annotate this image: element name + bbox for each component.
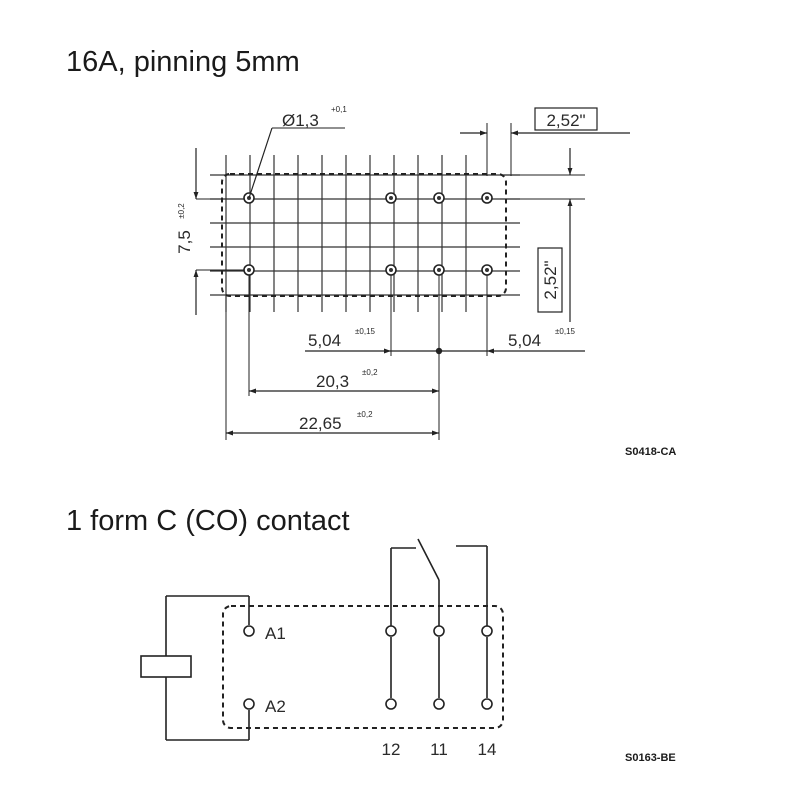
svg-text:+0,1: +0,1: [331, 105, 347, 114]
dim-vertical-label: 7,5: [175, 230, 194, 254]
pin-label-11: 11: [430, 740, 448, 759]
dim-20-3-label: 20,3: [316, 372, 349, 391]
terminal-11: [433, 698, 445, 710]
coil-label-a2: A2: [265, 697, 286, 716]
dim-mid-left-label: 5,04: [308, 331, 341, 350]
pin-label-12: 12: [382, 740, 401, 759]
grid-lines: [210, 155, 520, 312]
pin-holes: [243, 192, 493, 276]
terminal-11-top: [433, 625, 445, 637]
dim-box-right: [537, 247, 563, 313]
svg-text:±0,15: ±0,15: [555, 327, 576, 336]
pin-label-14: 14: [478, 740, 497, 759]
svg-text:±0,2: ±0,2: [177, 203, 186, 219]
svg-text:±0,15: ±0,15: [355, 327, 376, 336]
dim-mid-right-label: 5,04: [508, 331, 541, 350]
hole-diameter-label: Ø1,3: [282, 111, 319, 130]
pinning-title: 16A, pinning 5mm: [66, 46, 300, 78]
relay-housing-outline: [222, 605, 504, 729]
dim-box-top-right: [534, 107, 598, 131]
coil-label-a1: A1: [265, 624, 286, 643]
dim-22-65-label: 22,65: [299, 414, 342, 433]
hole-leader: [248, 127, 273, 199]
terminal-14: [481, 698, 493, 710]
contact-schematic: A1 A2 12 11 14 S0163-BE: [140, 538, 676, 764]
pinning-diagram: Ø1,3 +0,1 2,52" 2,52" 7,5 ±0,2: [175, 105, 676, 458]
drawing-code-pinning: S0418-CA: [625, 446, 676, 458]
terminal-a1: [243, 625, 255, 637]
terminal-14-top: [481, 625, 493, 637]
changeover-switch: [390, 538, 488, 698]
dim-right-label: 2,52": [541, 260, 560, 299]
terminal-12: [385, 698, 397, 710]
svg-text:±0,2: ±0,2: [362, 368, 378, 377]
svg-text:±0,2: ±0,2: [357, 410, 373, 419]
coil-symbol: [140, 595, 250, 741]
relay-outline: [221, 173, 507, 297]
dim-top-right-label: 2,52": [546, 111, 585, 130]
drawing-code-contact: S0163-BE: [625, 752, 676, 764]
terminal-a2: [243, 698, 255, 710]
contact-title: 1 form C (CO) contact: [66, 505, 350, 537]
terminal-12-top: [385, 625, 397, 637]
